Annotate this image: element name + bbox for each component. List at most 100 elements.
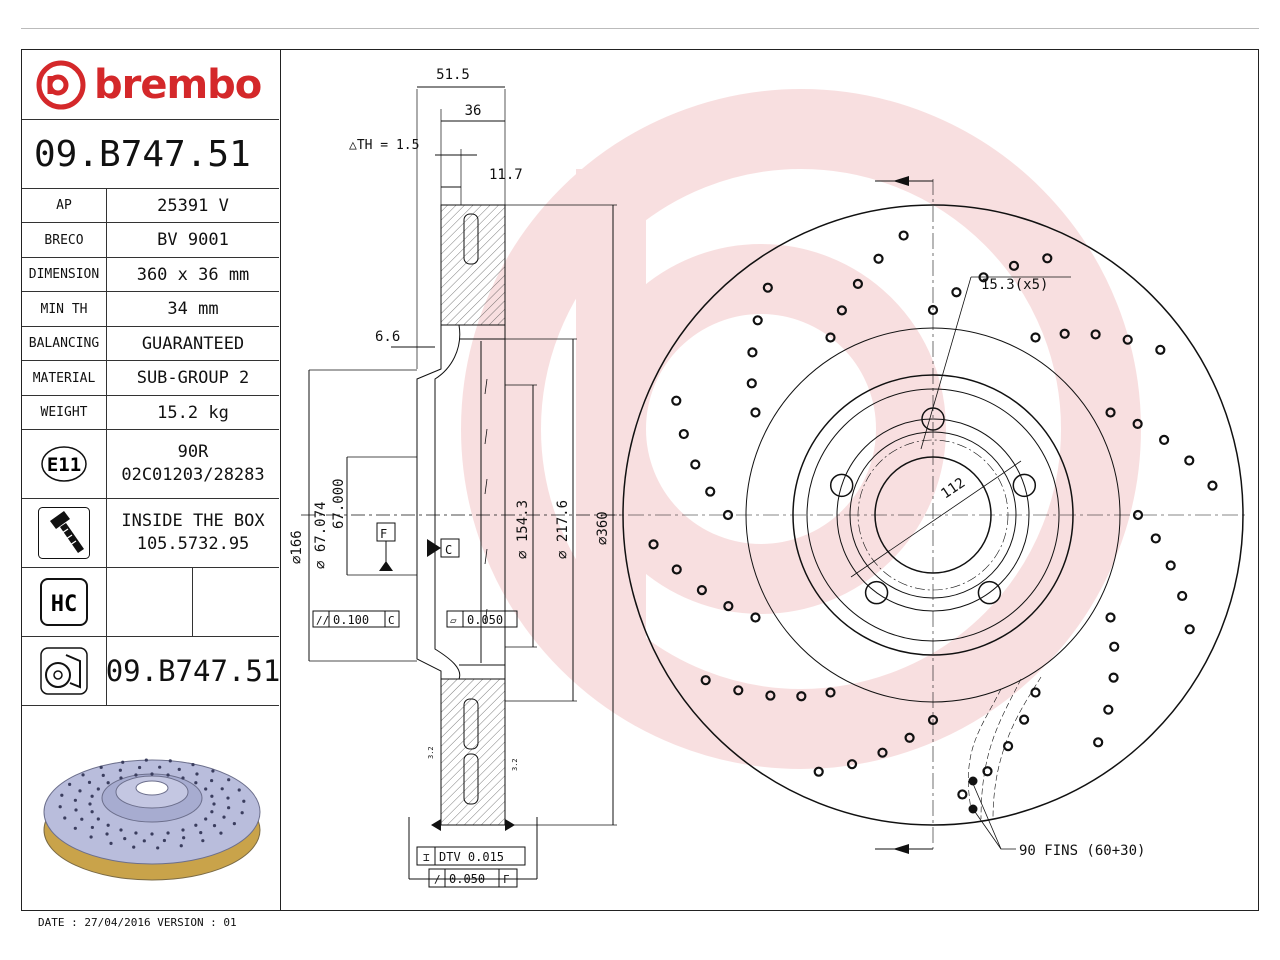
- bolt-hole: [864, 580, 889, 605]
- dim-pcd: 112: [938, 475, 968, 502]
- spec-value: GUARANTEED: [141, 333, 245, 354]
- inside-box-line-1: INSIDE THE BOX: [121, 511, 265, 531]
- roughness-1: 3.2: [427, 746, 435, 759]
- title-block: brembo 09.B747.51 AP 25391 V BRECO BV 90…: [22, 50, 281, 910]
- top-rule: [21, 28, 1259, 29]
- drill-hole: [733, 685, 744, 696]
- screw-icon-box: [22, 499, 107, 567]
- spec-value: BV 9001: [157, 230, 229, 250]
- render-hole: [195, 772, 199, 776]
- render-hole: [90, 794, 94, 798]
- drill-hole: [1184, 455, 1195, 466]
- render-hole: [134, 831, 138, 835]
- render-hole: [73, 798, 77, 802]
- tol-flat: 0.050: [467, 613, 503, 627]
- drill-hole: [696, 584, 707, 596]
- footer-date: DATE : 27/04/2016 VERSION : 01: [38, 916, 237, 929]
- render-hole: [68, 782, 72, 786]
- render-hole: [132, 845, 136, 849]
- dtv-arrow-right: [505, 819, 515, 831]
- render-hole: [144, 758, 148, 762]
- render-hole: [181, 828, 185, 832]
- spec-row: DIMENSION 360 x 36 mm: [22, 258, 279, 292]
- render-hole: [58, 805, 62, 809]
- spec-value: SUB-GROUP 2: [136, 368, 250, 388]
- dim-217: ⌀ 217.6: [555, 500, 571, 559]
- rotation-arrow-top: [893, 176, 909, 186]
- drill-hole: [927, 714, 939, 726]
- inside-box-row: INSIDE THE BOX 105.5732.95: [22, 499, 279, 568]
- drill-hole: [1207, 480, 1218, 491]
- render-hole: [212, 824, 217, 828]
- render-hole: [191, 763, 195, 767]
- drill-hole: [1159, 434, 1170, 446]
- drill-hole: [700, 675, 711, 686]
- drill-hole: [1105, 612, 1116, 623]
- dim-67b: 67.000: [331, 478, 347, 529]
- spec-value: 25391 V: [157, 195, 229, 216]
- drawing-sheet: brembo 09.B747.51 AP 25391 V BRECO BV 90…: [21, 49, 1259, 911]
- section-dimensions: 51.5 36 △TH = 1.5 11.7 6.6 ⌀166 ⌀ 67.074…: [289, 67, 611, 886]
- drill-hole: [898, 230, 909, 241]
- render-hole: [182, 836, 186, 840]
- drill-hole: [1090, 329, 1101, 340]
- dim-166: ⌀166: [289, 530, 305, 564]
- drill-hole: [1150, 533, 1161, 544]
- render-hole: [166, 831, 170, 835]
- drill-hole: [648, 539, 659, 550]
- bolt-holes: [829, 407, 1037, 605]
- hc-icon: HC: [40, 578, 88, 626]
- tol-parallel-ref: C: [388, 614, 395, 627]
- front-view: [601, 179, 1249, 850]
- render-hole: [73, 826, 77, 830]
- dtv-arrow-left: [431, 819, 441, 831]
- render-hole: [106, 781, 110, 785]
- bolt-hole: [1012, 473, 1037, 498]
- drill-hole: [796, 691, 807, 702]
- svg-text:/: /: [434, 873, 441, 886]
- screw-icon: [38, 507, 90, 559]
- drill-hole: [1019, 714, 1030, 725]
- dim-11-7: 11.7: [489, 167, 523, 183]
- render-hole: [89, 835, 93, 839]
- drill-hole: [1030, 332, 1041, 343]
- drill-hole: [1008, 260, 1020, 271]
- render-hole: [60, 793, 64, 797]
- render-hole: [204, 817, 208, 821]
- part-number: 09.B747.51: [34, 134, 251, 175]
- drill-hole: [951, 287, 962, 298]
- render-hole: [123, 837, 127, 841]
- bolt-hole: [921, 407, 945, 431]
- drill-hole: [852, 278, 864, 289]
- render-hole: [179, 844, 183, 848]
- svg-text://: //: [316, 614, 329, 627]
- drill-hole: [1132, 418, 1143, 429]
- hc-divider: [192, 568, 193, 636]
- render-hole: [158, 765, 162, 769]
- render-hole: [99, 765, 103, 769]
- drill-hole: [1109, 641, 1120, 652]
- drill-hole: [671, 564, 682, 575]
- disc-pad-icon-box: [22, 637, 107, 705]
- drill-hole: [1165, 560, 1176, 571]
- bottom-part-number: 09.B747.51: [105, 654, 281, 688]
- render-hole: [74, 808, 78, 812]
- rotation-arrow-bottom: [893, 844, 909, 854]
- brembo-watermark: [461, 89, 1141, 769]
- drill-hole: [690, 459, 701, 470]
- drill-hole: [750, 612, 761, 623]
- dim-holes: 15.3(x5): [981, 277, 1048, 293]
- render-hole: [105, 832, 109, 836]
- drill-hole: [836, 305, 847, 316]
- drill-hole: [705, 486, 716, 497]
- drill-hole: [1042, 253, 1053, 264]
- render-hole: [96, 817, 100, 821]
- render-hole: [118, 768, 122, 772]
- drill-hole: [846, 759, 858, 770]
- render-hole: [227, 806, 231, 810]
- render-hole: [211, 769, 215, 773]
- inside-box-line-2: 105.5732.95: [136, 534, 250, 554]
- drill-hole: [747, 347, 758, 358]
- brembo-logo-icon: [36, 60, 86, 110]
- spec-row: MATERIAL SUB-GROUP 2: [22, 361, 279, 396]
